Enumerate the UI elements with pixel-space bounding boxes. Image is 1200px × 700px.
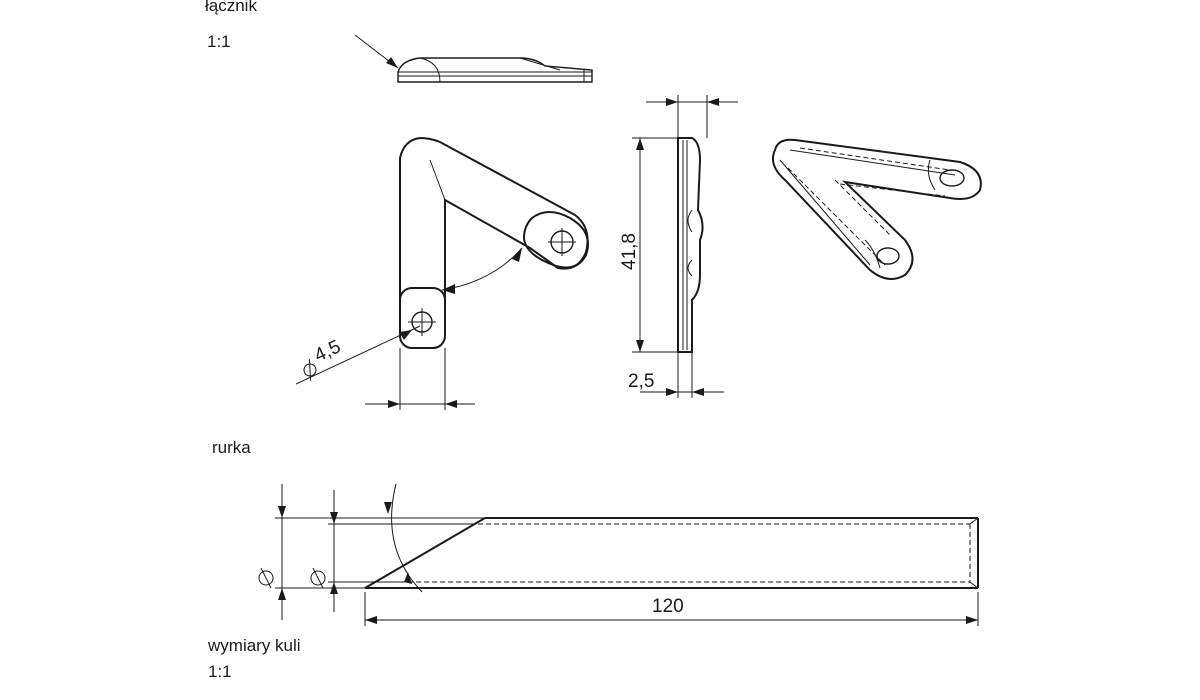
connector-front-view: 4,5 xyxy=(295,136,589,410)
connector-edge-view: 41,8 2,5 xyxy=(619,95,738,398)
height-label: 41,8 xyxy=(619,233,640,270)
outer-diameter-icon xyxy=(258,567,274,589)
hole-diameter-label: 4,5 xyxy=(311,336,344,366)
diameter-symbol-icon xyxy=(303,359,317,381)
tube-length-label: 120 xyxy=(652,596,684,617)
thickness-label: 2,5 xyxy=(628,371,654,392)
connector-side-view xyxy=(354,34,593,83)
connector-isometric-view xyxy=(772,138,982,280)
tube-title: rurka xyxy=(212,438,251,457)
connector-title: łącznik xyxy=(205,0,257,15)
inner-diameter-icon xyxy=(310,567,326,589)
connector-scale: 1:1 xyxy=(207,32,231,51)
ball-dimensions-title: wymiary kuli xyxy=(208,636,301,655)
tube-view: 120 xyxy=(258,483,979,626)
ball-scale: 1:1 xyxy=(208,662,232,681)
